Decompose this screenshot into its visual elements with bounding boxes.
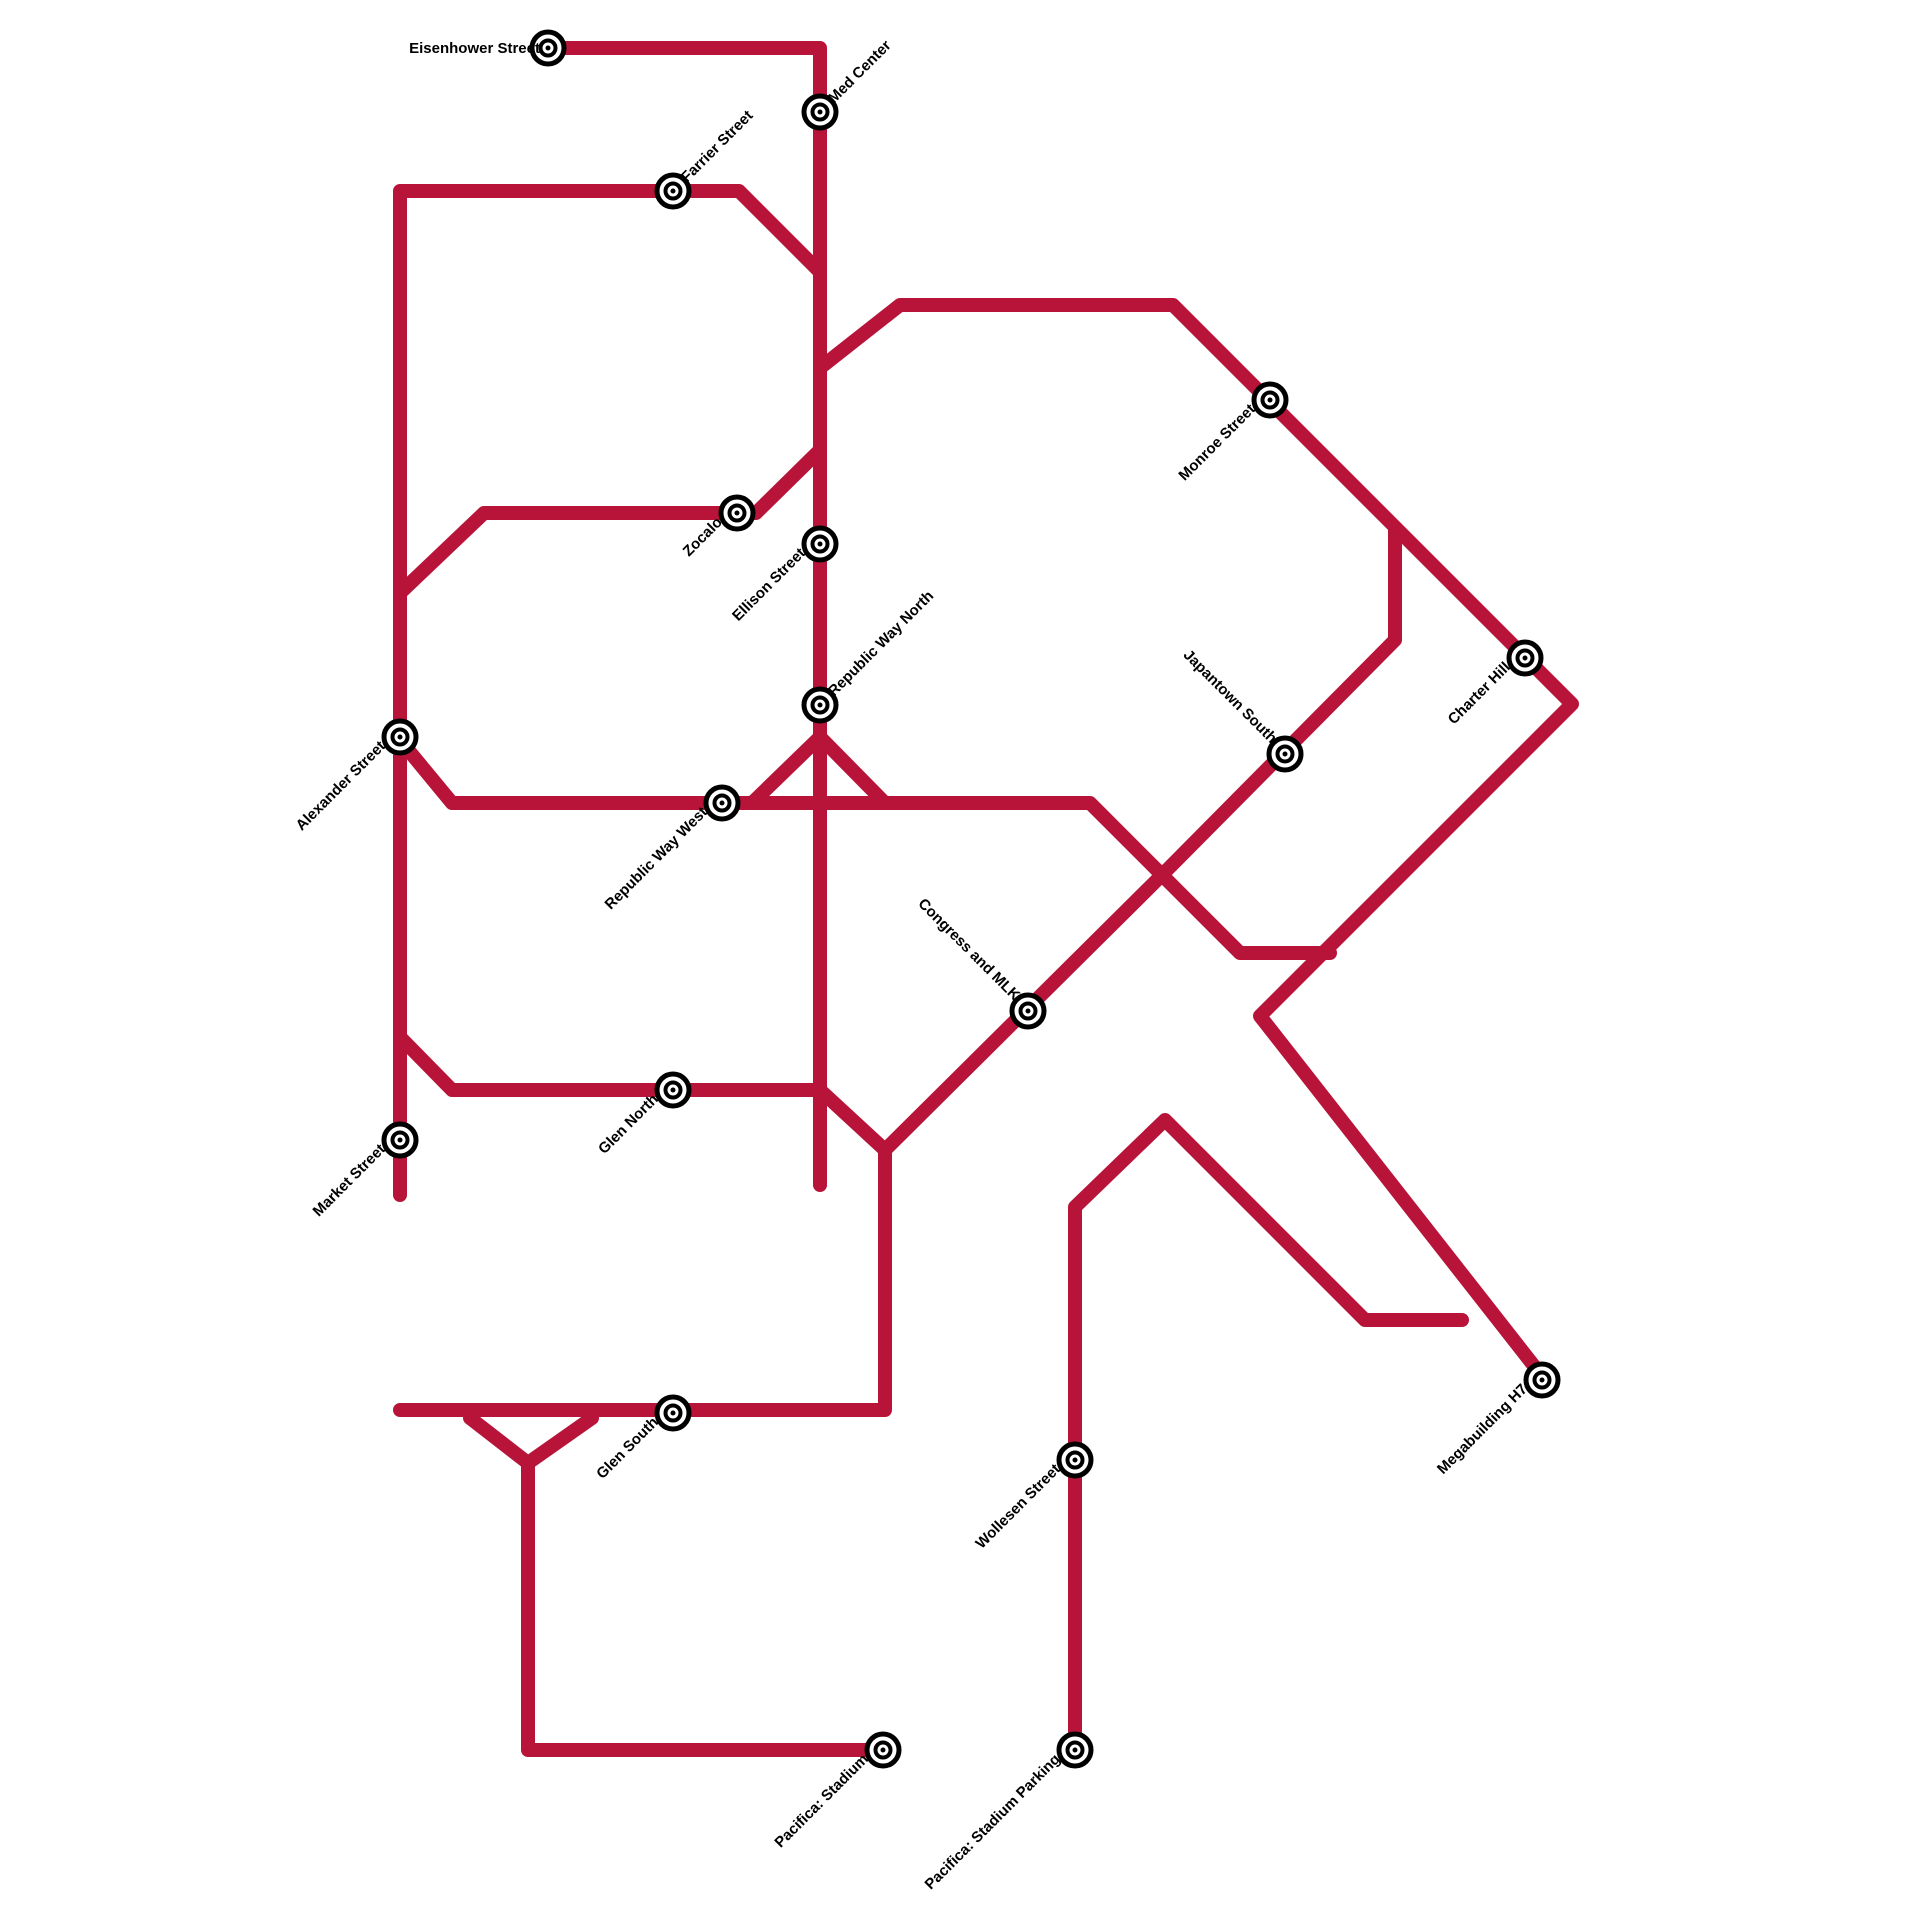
route-segment bbox=[463, 1411, 892, 1757]
route-segment bbox=[393, 733, 1337, 960]
station-center-dot-icon bbox=[1267, 397, 1273, 403]
station-center-dot-icon bbox=[397, 1137, 403, 1143]
station-label: Charter Hill bbox=[1445, 659, 1514, 728]
station-monroe-street[interactable]: Monroe Street bbox=[1175, 381, 1289, 484]
station-label: Republic Way North bbox=[825, 587, 937, 699]
station-label: Zocalo bbox=[680, 514, 726, 560]
station-congress-and-mlk[interactable]: Congress and MLK bbox=[915, 895, 1047, 1030]
station-label: Eisenhower Street bbox=[409, 40, 540, 57]
station-label: Monroe Street bbox=[1175, 401, 1258, 484]
station-inner-ring-icon bbox=[663, 1403, 683, 1423]
route-segment bbox=[541, 41, 827, 1192]
station-label: Pacifica: Stadium bbox=[771, 1751, 871, 1851]
route-segment bbox=[745, 730, 892, 810]
station-megabuilding-h7[interactable]: Megabuilding H7 bbox=[1434, 1361, 1561, 1478]
station-charter-hill[interactable]: Charter Hill bbox=[1445, 639, 1544, 728]
station-label: Republic Way West bbox=[602, 804, 711, 913]
station-inner-ring-icon bbox=[873, 1740, 893, 1760]
station-center-dot-icon bbox=[817, 541, 823, 547]
station-inner-ring-icon bbox=[538, 38, 558, 58]
station-eisenhower-street[interactable]: Eisenhower Street bbox=[409, 29, 567, 67]
station-japantown-south[interactable]: Japantown South bbox=[1180, 646, 1304, 773]
station-label: Farrier Street bbox=[678, 107, 757, 186]
station-inner-ring-icon bbox=[1260, 390, 1280, 410]
station-inner-ring-icon bbox=[1065, 1450, 1085, 1470]
station-inner-ring-icon bbox=[390, 1130, 410, 1150]
station-center-dot-icon bbox=[1072, 1747, 1078, 1753]
station-center-dot-icon bbox=[670, 188, 676, 194]
station-inner-ring-icon bbox=[810, 102, 830, 122]
station-center-dot-icon bbox=[817, 702, 823, 708]
route-segment bbox=[393, 1143, 892, 1417]
station-label: Wollesen Street bbox=[972, 1461, 1063, 1552]
station-center-dot-icon bbox=[670, 1087, 676, 1093]
station-inner-ring-icon bbox=[390, 727, 410, 747]
station-inner-ring-icon bbox=[1018, 1001, 1038, 1021]
station-inner-ring-icon bbox=[663, 181, 683, 201]
station-center-dot-icon bbox=[817, 109, 823, 115]
station-center-dot-icon bbox=[719, 800, 725, 806]
station-inner-ring-icon bbox=[810, 695, 830, 715]
station-inner-ring-icon bbox=[663, 1080, 683, 1100]
station-center-dot-icon bbox=[1025, 1008, 1031, 1014]
station-center-dot-icon bbox=[734, 510, 740, 516]
route-segment bbox=[393, 443, 827, 600]
route-segment bbox=[813, 298, 1579, 1387]
station-label: Japantown South bbox=[1180, 646, 1280, 746]
station-label: Pacifica: Stadium Parking bbox=[922, 1751, 1064, 1893]
station-inner-ring-icon bbox=[1065, 1740, 1085, 1760]
station-inner-ring-icon bbox=[1515, 648, 1535, 668]
station-center-dot-icon bbox=[1522, 655, 1528, 661]
station-inner-ring-icon bbox=[1532, 1370, 1552, 1390]
route-segment bbox=[1068, 1113, 1469, 1757]
station-label: Megabuilding H7 bbox=[1434, 1381, 1531, 1478]
station-label: Alexander Street bbox=[293, 738, 389, 834]
station-center-dot-icon bbox=[1072, 1457, 1078, 1463]
route-segment bbox=[393, 184, 827, 1202]
station-center-dot-icon bbox=[1539, 1377, 1545, 1383]
station-inner-ring-icon bbox=[727, 503, 747, 523]
station-center-dot-icon bbox=[545, 45, 551, 51]
station-label: Market Street bbox=[310, 1141, 389, 1220]
station-center-dot-icon bbox=[670, 1410, 676, 1416]
station-center-dot-icon bbox=[1282, 751, 1288, 757]
station-label: Ellison Street bbox=[729, 545, 809, 625]
station-center-dot-icon bbox=[880, 1747, 886, 1753]
station-label: Med Center bbox=[825, 37, 895, 107]
station-center-dot-icon bbox=[397, 734, 403, 740]
station-inner-ring-icon bbox=[712, 793, 732, 813]
station-inner-ring-icon bbox=[1275, 744, 1295, 764]
station-inner-ring-icon bbox=[810, 534, 830, 554]
station-label: Congress and MLK bbox=[915, 895, 1024, 1004]
route-lines bbox=[393, 41, 1579, 1757]
station-label: Glen South bbox=[593, 1414, 662, 1483]
station-pacifica-stadium-parking[interactable]: Pacifica: Stadium Parking bbox=[922, 1731, 1094, 1893]
station-label: Glen North bbox=[595, 1091, 662, 1158]
